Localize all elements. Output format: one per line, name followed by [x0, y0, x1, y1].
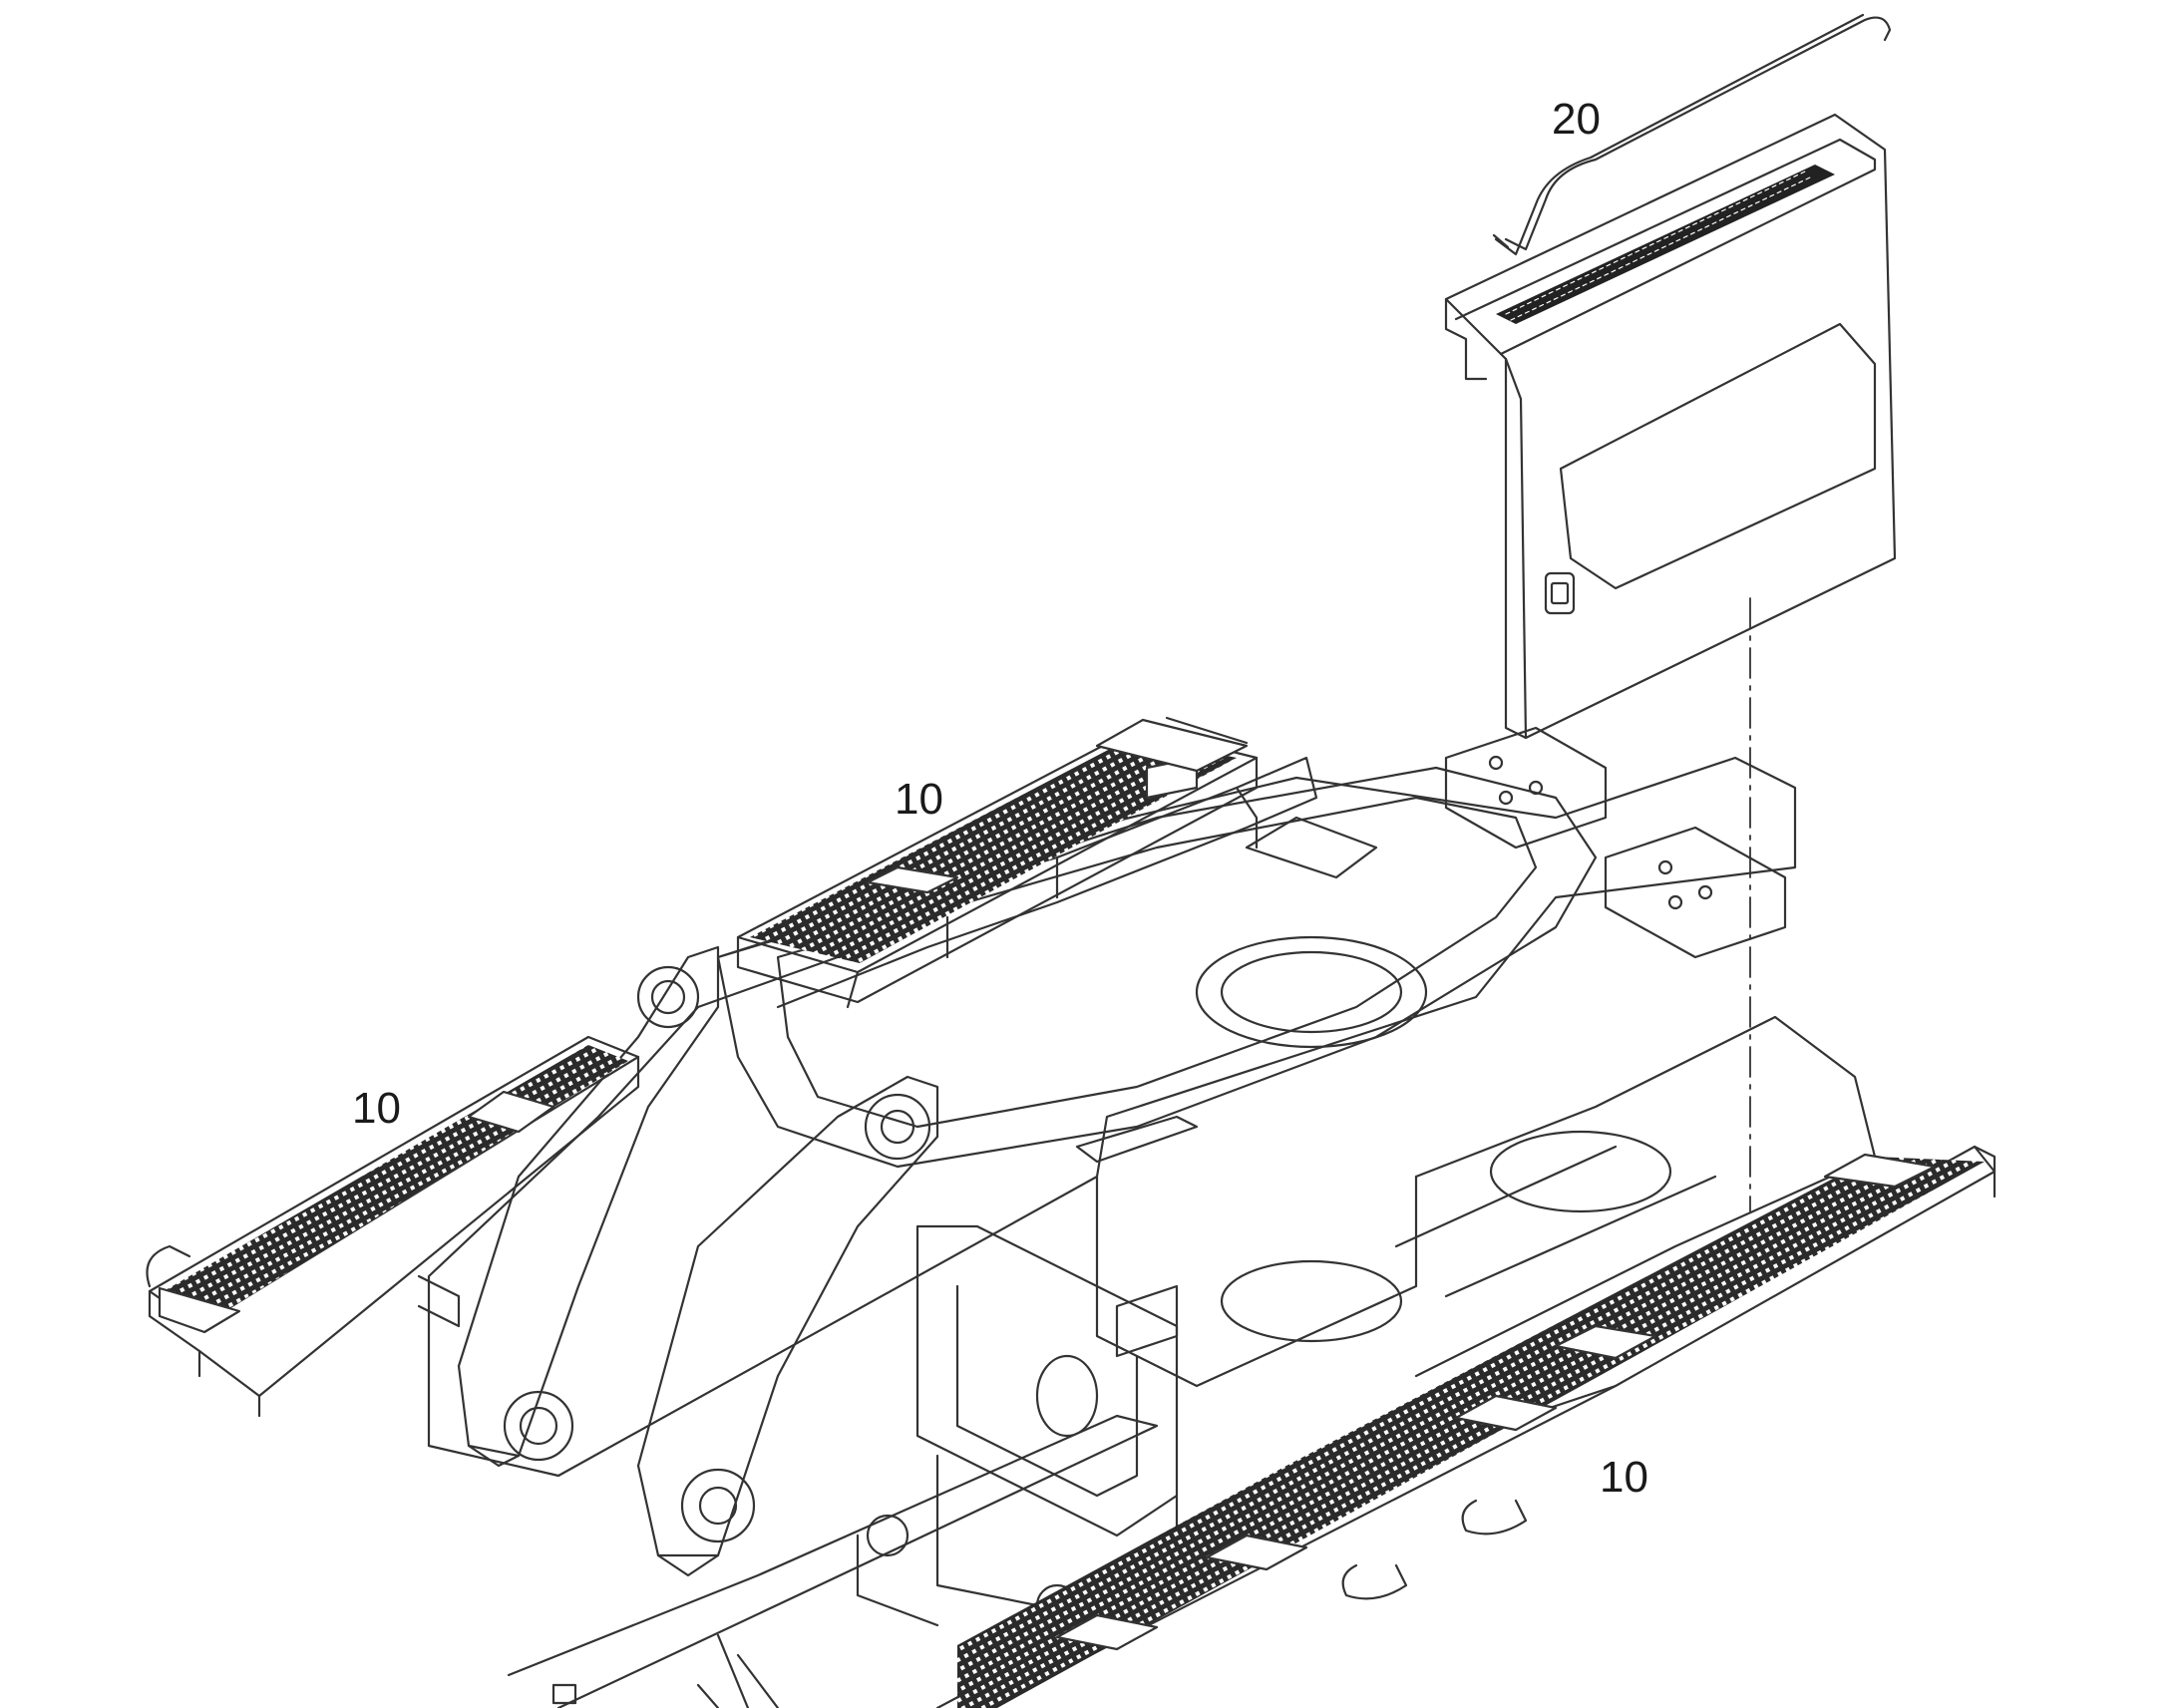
handrail: [1492, 13, 1892, 256]
walkway-step-rear: [736, 716, 1259, 1009]
boom-mount-plates: [457, 945, 939, 1577]
callout-step-rear: 10: [895, 775, 943, 824]
callout-handrail: 20: [1552, 95, 1601, 144]
door-panel: [1444, 113, 1897, 740]
callout-step-front: 10: [1600, 1453, 1648, 1502]
cab-base: [856, 1224, 1179, 1627]
upper-frame: [427, 726, 1877, 1478]
front-rail: [507, 1414, 1159, 1708]
callout-step-left: 10: [352, 1084, 401, 1133]
